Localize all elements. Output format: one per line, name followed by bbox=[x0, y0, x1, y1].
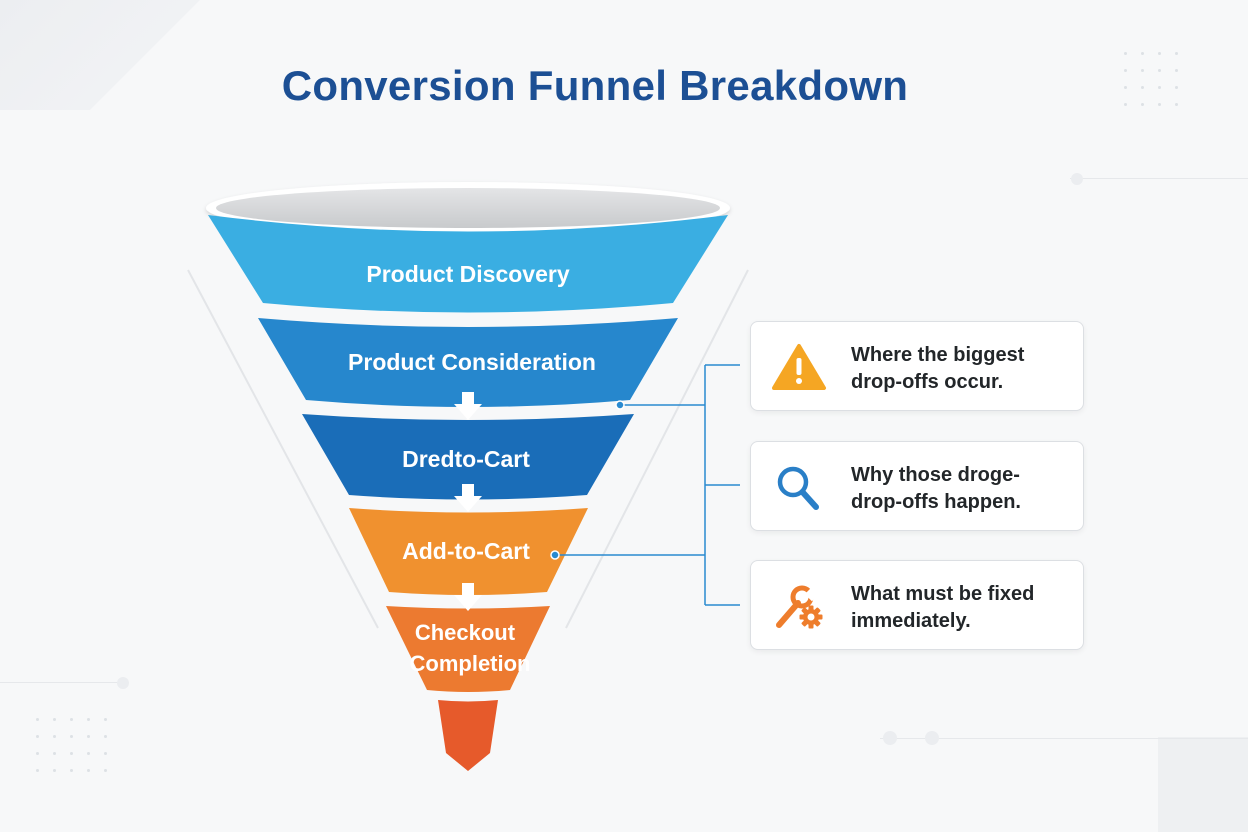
arrow-down-icon bbox=[454, 392, 482, 420]
funnel-opening bbox=[216, 188, 720, 228]
warning-icon bbox=[772, 344, 826, 390]
guide-line bbox=[565, 269, 749, 629]
funnel-stage-add-to-cart bbox=[349, 508, 588, 595]
funnel-stage-checkout bbox=[386, 606, 550, 692]
connector-lines bbox=[555, 364, 740, 606]
funnel-stage-dredto-cart bbox=[302, 414, 634, 500]
wrench-gear-icon bbox=[776, 585, 823, 629]
background-line bbox=[1070, 178, 1248, 179]
background-line bbox=[880, 738, 1248, 739]
connector-dot bbox=[550, 550, 560, 560]
background-line bbox=[0, 682, 125, 683]
callout-card-where: Where the biggest drop-offs occur. bbox=[750, 321, 1084, 411]
callout-text: Why those droge- drop-offs happen. bbox=[851, 464, 1021, 513]
background-node bbox=[117, 677, 129, 689]
guide-line bbox=[187, 269, 379, 629]
stage-label-dredto-cart: Dredto-Cart bbox=[402, 446, 530, 472]
magnifier-icon bbox=[777, 466, 819, 510]
stage-label-consideration: Product Consideration bbox=[348, 349, 596, 375]
background-node bbox=[1071, 173, 1083, 185]
background-node bbox=[883, 731, 897, 745]
stage-label-discovery: Product Discovery bbox=[366, 261, 569, 287]
background-node bbox=[925, 731, 939, 745]
stage-label-add-to-cart: Add-to-Cart bbox=[402, 538, 530, 564]
callout-card-fix: What must be fixed immediately. bbox=[750, 560, 1084, 650]
stage-label-checkout: Checkout Completion bbox=[410, 620, 531, 676]
background-shape bbox=[1158, 737, 1248, 832]
funnel-stage-consideration bbox=[258, 318, 678, 407]
background-dots bbox=[1124, 52, 1178, 106]
arrow-down-icon bbox=[454, 484, 482, 512]
background-dots bbox=[36, 718, 107, 772]
page-title: Conversion Funnel Breakdown bbox=[281, 62, 909, 109]
funnel-stage-discovery bbox=[208, 215, 728, 313]
callout-card-why: Why those droge- drop-offs happen. bbox=[750, 441, 1084, 531]
callout-text: Where the biggest drop-offs occur. bbox=[851, 344, 1025, 393]
connector-dot bbox=[615, 400, 625, 410]
arrow-down-icon bbox=[454, 583, 482, 611]
funnel-tip bbox=[438, 700, 498, 771]
callout-text: What must be fixed immediately. bbox=[851, 583, 1035, 632]
